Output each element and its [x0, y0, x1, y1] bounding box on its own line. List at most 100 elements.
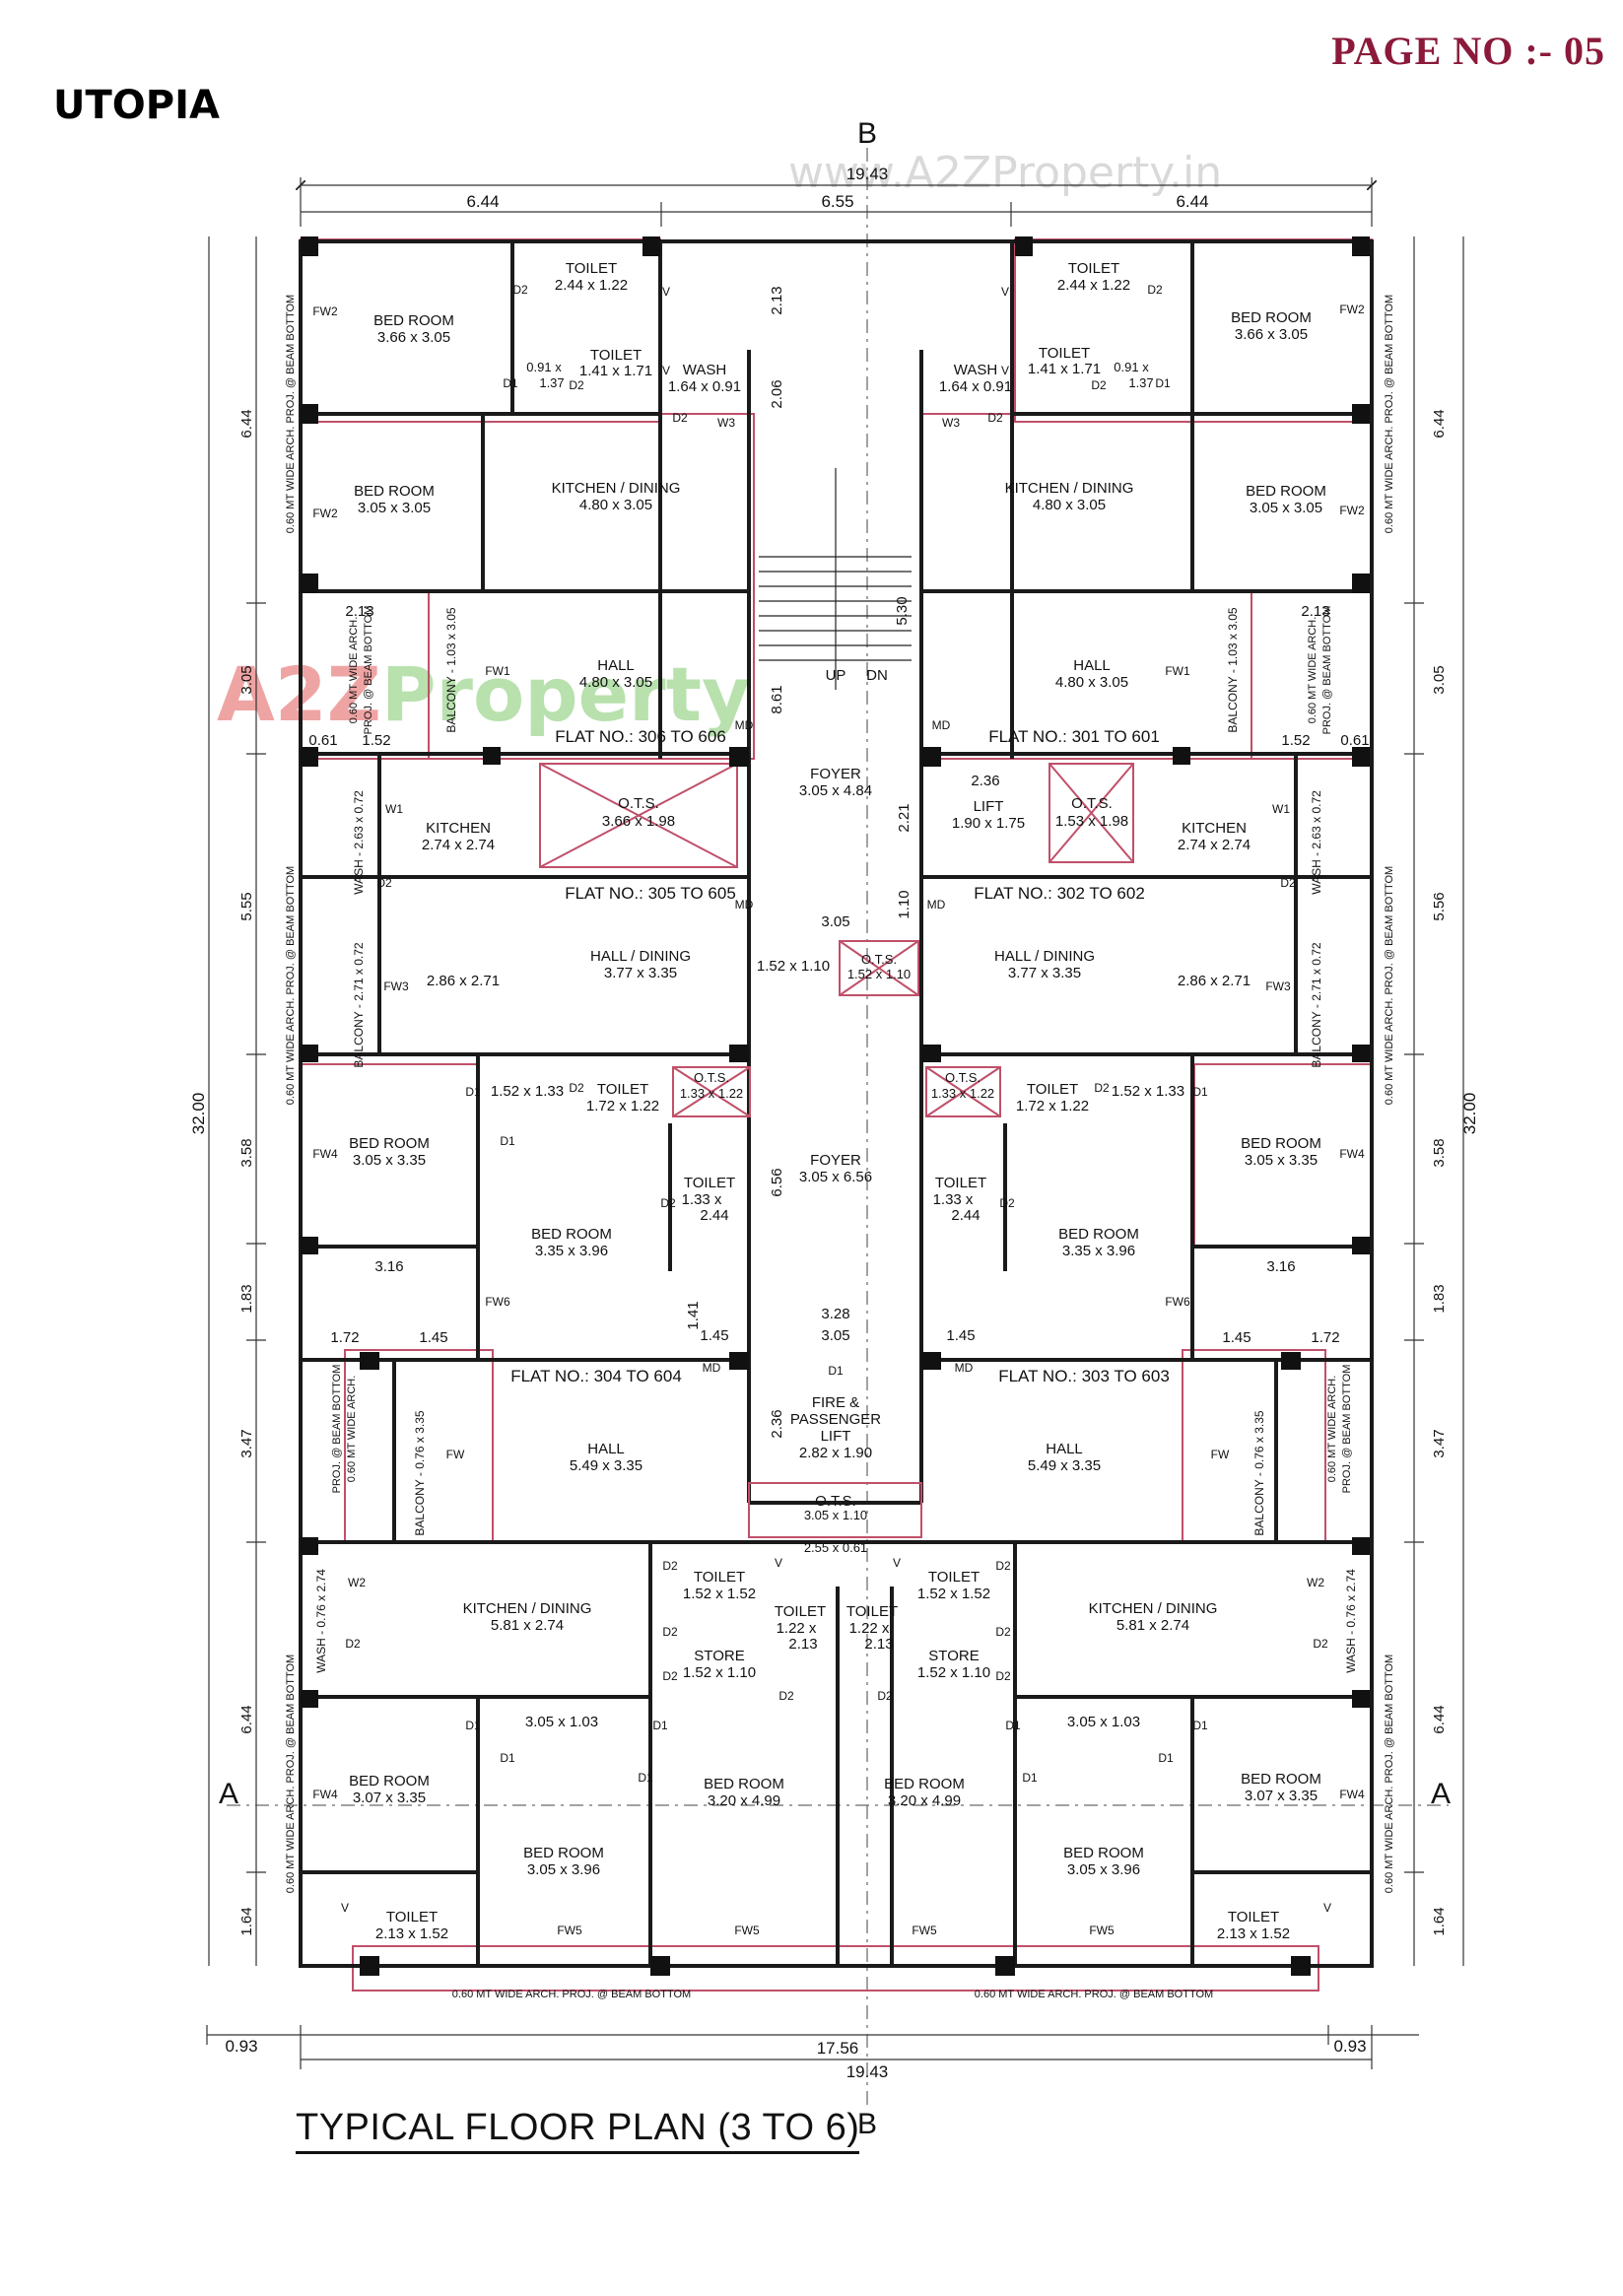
room-bed-mr: BED ROOM: [1241, 1135, 1321, 1152]
room-kitchen-ml-size: 2.74 x 2.74: [422, 837, 495, 853]
code-d2-18: D2: [995, 1559, 1011, 1573]
room-toilet-br1: TOILET: [928, 1569, 980, 1586]
room-bed-mr-size: 3.05 x 3.35: [1245, 1152, 1318, 1169]
room-lift: LIFT: [974, 798, 1004, 815]
dimension-lines: [206, 177, 1464, 2069]
room-toilet-br2-size: 1.22 x: [849, 1620, 890, 1637]
room-kitchen-mr-size: 2.74 x 2.74: [1178, 837, 1251, 853]
dim-2-06: 2.06: [769, 379, 785, 408]
code-d2-7: D2: [376, 876, 392, 890]
note-balcony-r: BALCONY - 1.03 x 3.05: [1226, 607, 1240, 733]
code-d2-3: D2: [672, 411, 688, 425]
room-store-br: STORE: [928, 1648, 979, 1664]
code-fw2-1: FW2: [312, 304, 338, 318]
room-toilet-bl1-size: 1.52 x 1.52: [683, 1586, 756, 1602]
section-mark-a-right: A: [1431, 1778, 1451, 1810]
code-d2-4: D2: [1147, 283, 1163, 297]
room-toilet-mr2: TOILET: [935, 1175, 986, 1191]
size-152x133-r: 1.52 x 1.33: [1112, 1083, 1184, 1100]
code-fw-l: FW: [446, 1448, 465, 1461]
room-toilet-ml2-size2: 2.44: [700, 1207, 728, 1224]
code-w1-l: W1: [385, 802, 403, 816]
note-wash-br: WASH - 0.76 x 2.74: [1344, 1569, 1358, 1673]
room-wash-tr-size: 1.64 x 0.91: [939, 378, 1012, 395]
dim-v1-left: 6.44: [238, 409, 255, 438]
code-d1-11: D1: [1005, 1719, 1021, 1732]
code-md-1: MD: [735, 718, 754, 732]
code-d1-8: D1: [500, 1751, 515, 1765]
dim-v3-left: 5.55: [238, 892, 255, 920]
code-d1-6: D1: [828, 1364, 844, 1378]
dim-6-56: 6.56: [769, 1168, 785, 1196]
note-balcony-ml: BALCONY - 2.71 x 0.72: [352, 942, 366, 1068]
code-d1-4: D1: [500, 1134, 515, 1148]
code-d2-21: D2: [778, 1689, 794, 1703]
code-d2-15: D2: [662, 1559, 678, 1573]
code-fw3-l: FW3: [383, 979, 409, 993]
note-proj-bottom-l: 0.60 MT WIDE ARCH. PROJ. @ BEAM BOTTOM: [452, 1989, 691, 2000]
ots-bottom: O.T.S.: [815, 1493, 856, 1510]
room-bed-tr1-size: 3.66 x 3.05: [1235, 326, 1308, 343]
code-d2-16: D2: [662, 1625, 678, 1639]
code-fw-r: FW: [1211, 1448, 1230, 1461]
code-w1-r: W1: [1272, 802, 1290, 816]
watermark-logo-b: Property: [380, 650, 751, 738]
flat-301: FLAT NO.: 301 TO 601: [988, 727, 1160, 746]
dim-inner-width: 17.56: [817, 2039, 859, 2058]
stair-dn: DN: [866, 667, 888, 684]
dim-v8-left: 1.64: [238, 1907, 255, 1935]
code-d2-20: D2: [995, 1669, 1011, 1683]
code-fw6-l: FW6: [485, 1295, 510, 1309]
room-bed-ml-size: 3.05 x 3.35: [353, 1152, 426, 1169]
dim-1-45-left: 1.45: [700, 1327, 728, 1344]
dim-3-05-foyer: 3.05: [821, 913, 849, 930]
dim-right-width: 6.44: [1176, 192, 1208, 211]
code-w2-r: W2: [1307, 1576, 1324, 1589]
ots-l2: O.T.S.: [694, 1070, 729, 1085]
room-store-bl: STORE: [694, 1648, 744, 1664]
room-bed-tr1: BED ROOM: [1231, 309, 1312, 326]
code-v-1: V: [662, 285, 670, 299]
room-bed-bl2-size: 3.05 x 3.96: [527, 1861, 600, 1878]
dim-1-72-left: 1.72: [330, 1329, 359, 1346]
code-d2-22: D2: [877, 1689, 893, 1703]
code-d2-6: D2: [987, 411, 1003, 425]
room-toilet-bl1: TOILET: [694, 1569, 745, 1586]
size-091-tl: 0.91 x: [526, 360, 562, 374]
room-toilet-br1-size: 1.52 x 1.52: [917, 1586, 990, 1602]
room-fire-lift-size: 2.82 x 1.90: [799, 1445, 872, 1461]
dim-3-16-right: 3.16: [1266, 1258, 1295, 1275]
code-w2-l: W2: [348, 1576, 366, 1589]
room-toilet-tl2: TOILET: [590, 347, 642, 364]
flat-305: FLAT NO.: 305 TO 605: [565, 884, 736, 903]
note-proj-b-tl: PROJ. @ BEAM BOTTOM: [363, 606, 374, 735]
room-toilet-br3: TOILET: [1228, 1909, 1279, 1925]
code-d2-1: D2: [512, 283, 528, 297]
room-bed-ml2: BED ROOM: [531, 1226, 612, 1243]
dim-2-13-left: 2.13: [345, 603, 373, 620]
dim-side-right: 0.93: [1333, 2037, 1366, 2056]
room-foyer-2: FOYER: [810, 1152, 861, 1169]
code-d1-13: D1: [1158, 1751, 1174, 1765]
dim-mid-width: 6.55: [821, 192, 853, 211]
staircase: [759, 468, 912, 690]
size-152x133-l: 1.52 x 1.33: [491, 1083, 564, 1100]
walls: [299, 239, 1374, 1968]
ots-mr-size: 1.53 x 1.98: [1055, 813, 1128, 830]
code-d2-11: D2: [1094, 1081, 1110, 1095]
code-fw6-r: FW6: [1165, 1295, 1190, 1309]
dim-left-width: 6.44: [466, 192, 499, 211]
room-bed-br1: BED ROOM: [1241, 1771, 1321, 1788]
dim-total-height-left: 32.00: [189, 1093, 208, 1135]
code-md-4: MD: [927, 898, 946, 912]
note-wash-bl: WASH - 0.76 x 2.74: [314, 1569, 328, 1673]
code-v-4: V: [1001, 364, 1009, 377]
room-kitdin-tr-size: 4.80 x 3.05: [1033, 497, 1106, 513]
dim-2-13-right: 2.13: [1301, 603, 1329, 620]
code-fw4-1: FW4: [312, 1147, 338, 1161]
room-foyer-1-size: 3.05 x 4.84: [799, 782, 872, 799]
flat-304: FLAT NO.: 304 TO 604: [510, 1367, 682, 1385]
room-bed-tr2-size: 3.05 x 3.05: [1250, 500, 1322, 516]
room-toilet-tl1-size: 2.44 x 1.22: [555, 277, 628, 294]
